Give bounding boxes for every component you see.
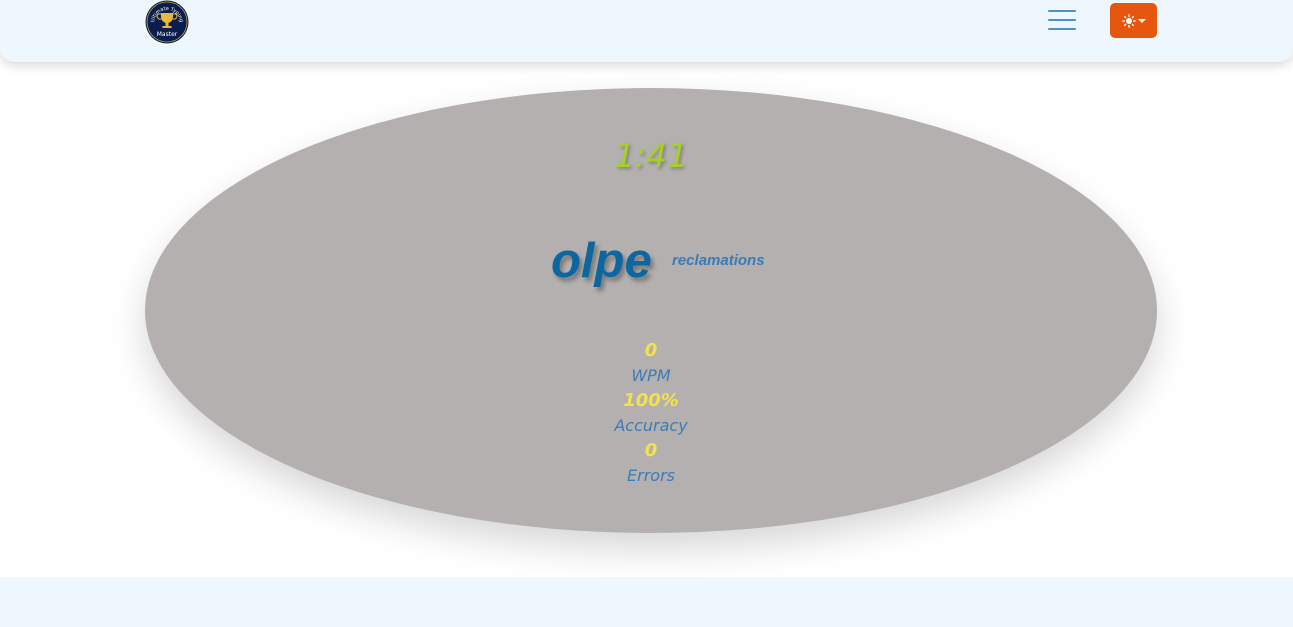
menu-toggle-button[interactable] [1047,7,1077,33]
errors-value: 0 [644,440,658,461]
hamburger-menu-icon [1048,19,1076,21]
logo[interactable]: Ultimate Typing Master [145,0,189,44]
wpm-value: 0 [644,340,658,361]
caret-down-icon [1137,18,1146,23]
theme-toggle-button[interactable] [1110,3,1157,38]
trophy-icon: Ultimate Typing Master [145,0,189,44]
timer: 1:41 [613,136,689,175]
errors-label: Errors [627,466,675,485]
accuracy-value: 100% [623,390,679,411]
footer [0,577,1293,627]
sun-icon [1121,13,1136,28]
wpm-label: WPM [631,366,671,385]
hamburger-menu-icon [1048,28,1076,30]
logo-text-bottom: Master [157,31,178,38]
current-word: olpe [551,234,652,288]
accuracy-label: Accuracy [614,416,688,435]
typing-panel [145,88,1157,533]
navbar: Ultimate Typing Master [0,0,1293,62]
next-word: reclamations [672,252,765,269]
hamburger-menu-icon [1048,10,1076,12]
